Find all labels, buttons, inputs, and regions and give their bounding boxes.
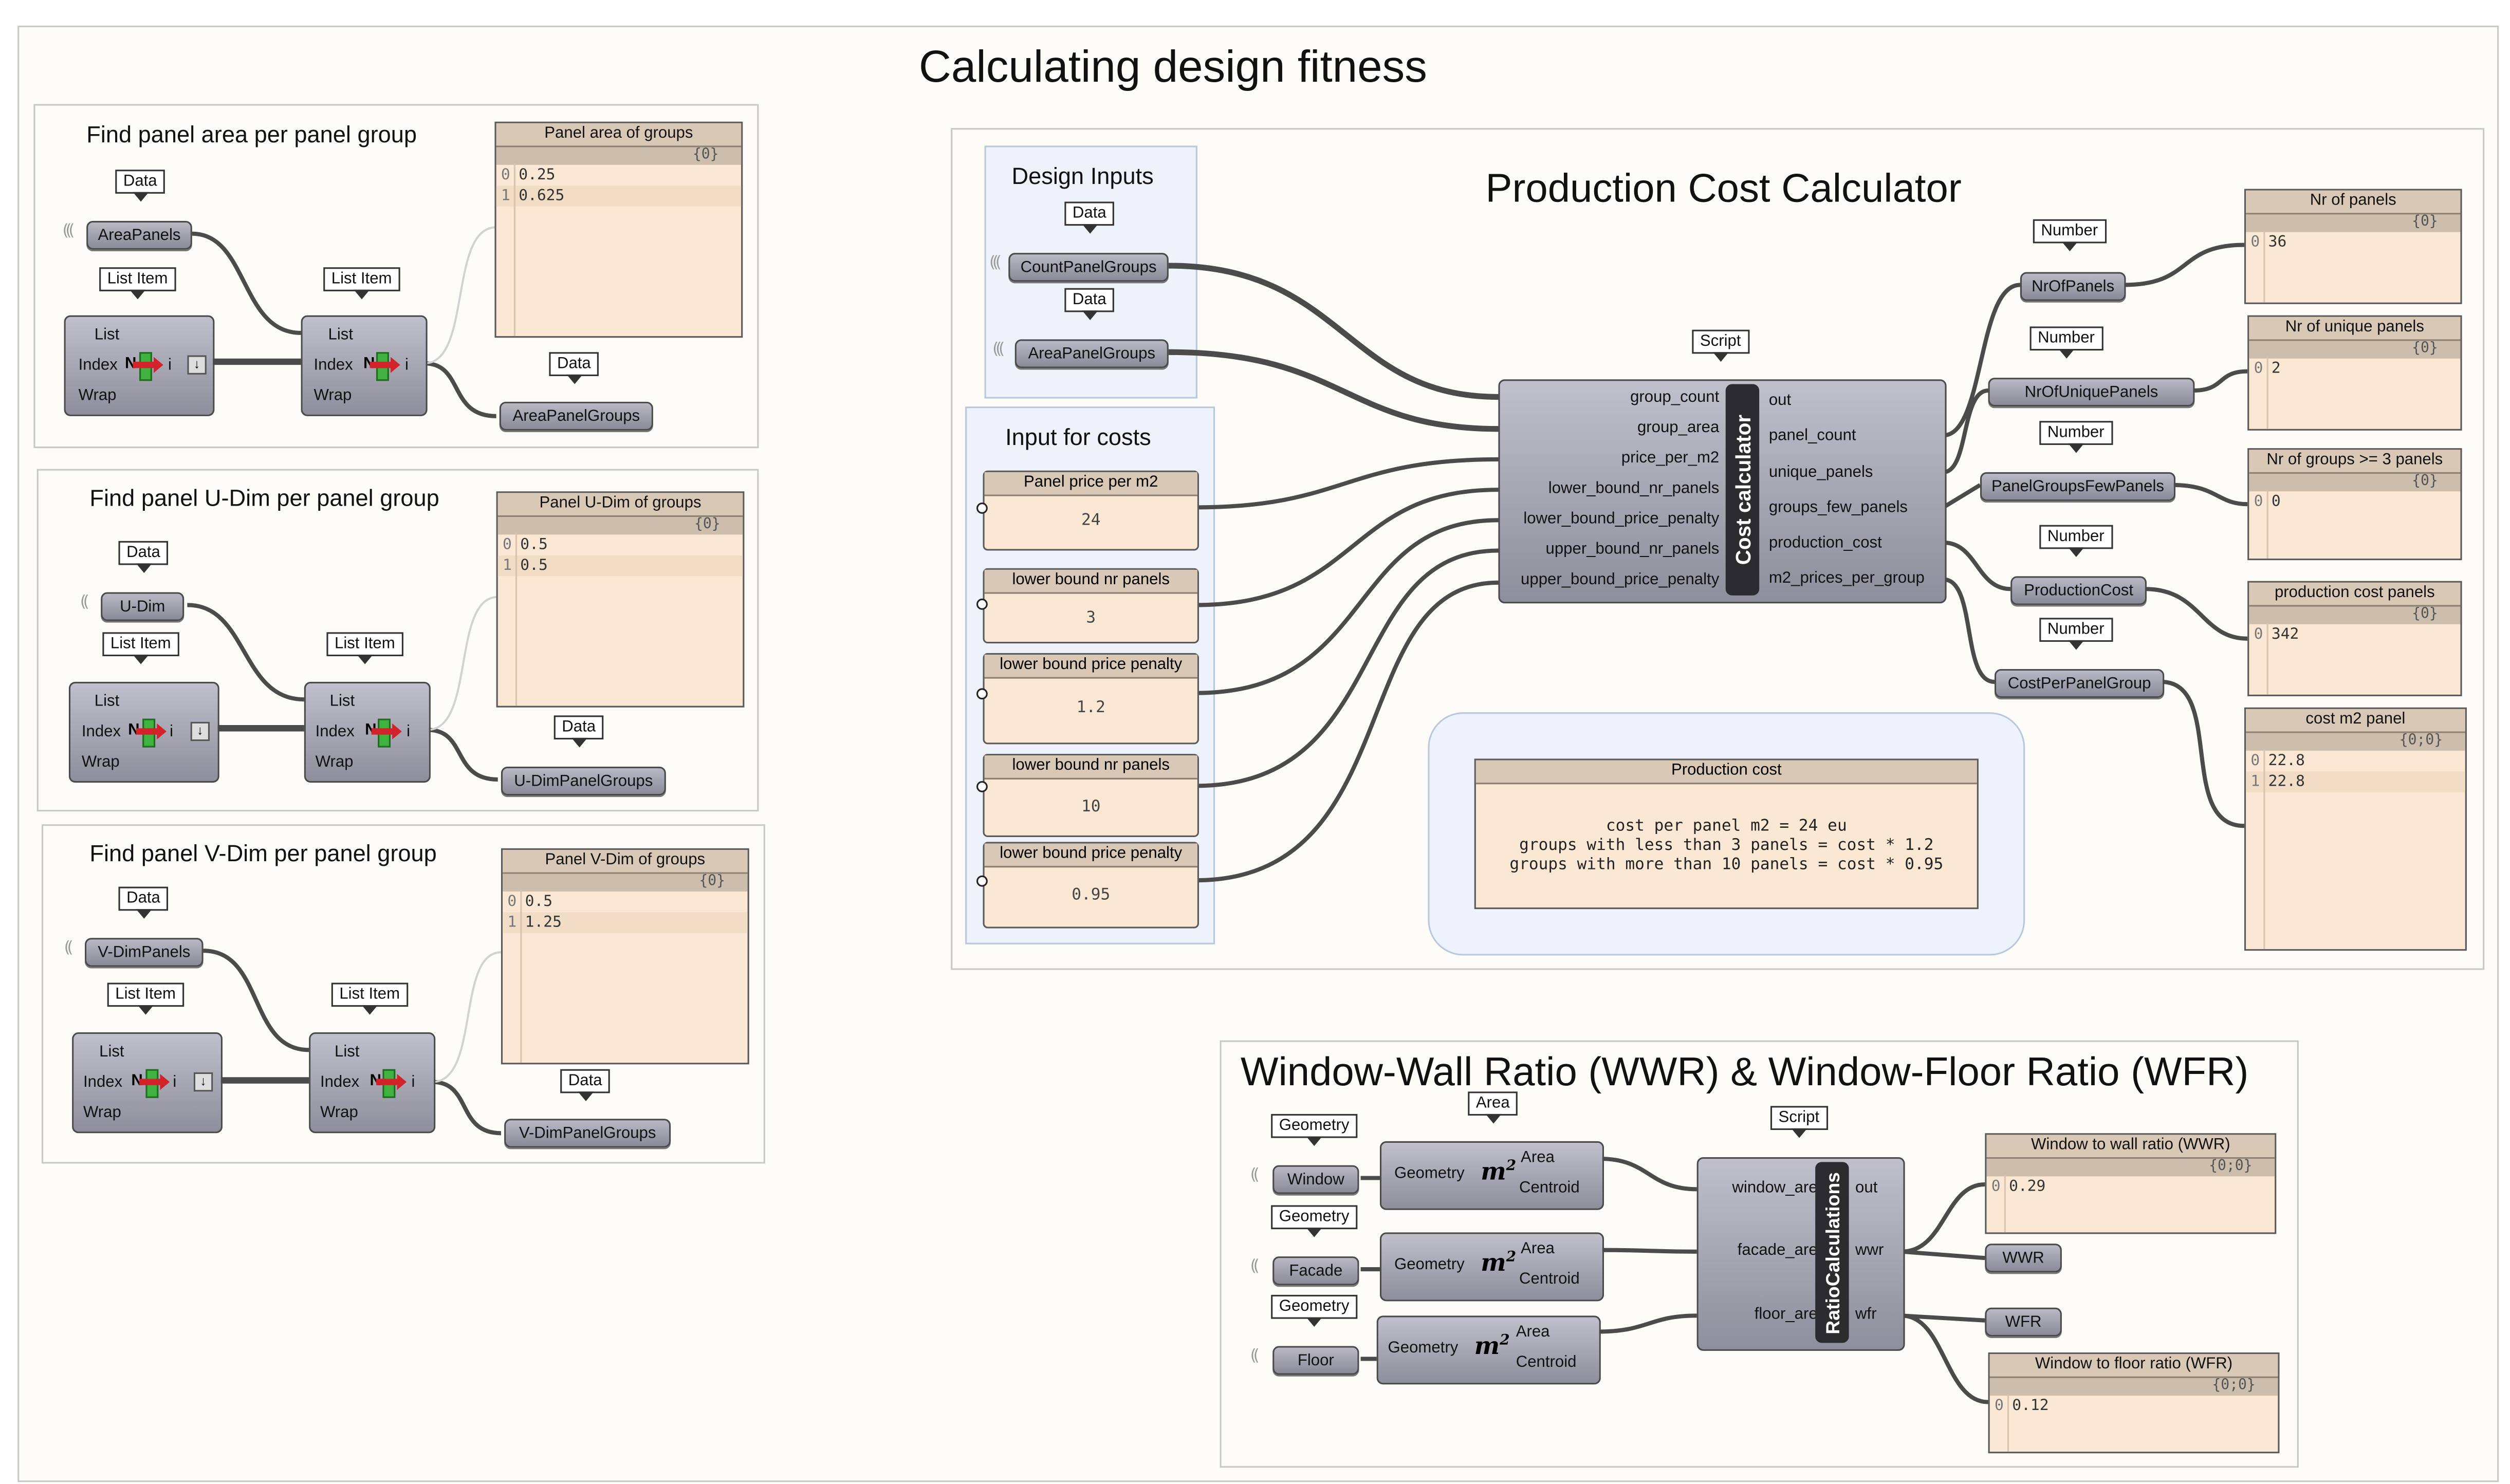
area-component-facade[interactable]: Geometry m2 Area Centroid bbox=[1379, 1232, 1604, 1302]
production-cost-param[interactable]: ProductionCost bbox=[2010, 576, 2147, 605]
nr-of-unique-panels-param[interactable]: NrOfUniquePanels bbox=[1988, 378, 2195, 407]
design-inputs-title: Design Inputs bbox=[1011, 164, 1154, 191]
data-tag: Data bbox=[118, 541, 169, 573]
slider-upper-bound-nr-panels[interactable]: lower bound nr panels 10 bbox=[983, 754, 1199, 838]
geometry-tag: Geometry bbox=[1271, 1294, 1358, 1327]
area-panel-groups-param[interactable]: AreaPanelGroups bbox=[499, 401, 653, 431]
vdim-section-title: Find panel V-Dim per panel group bbox=[89, 842, 437, 868]
slider-panel-price[interactable]: Panel price per m2 24 bbox=[983, 470, 1199, 551]
area-panel-groups-input-param[interactable]: AreaPanelGroups bbox=[1014, 339, 1169, 368]
floor-param[interactable]: Floor bbox=[1272, 1346, 1359, 1375]
vdim-panels-param[interactable]: V-DimPanels bbox=[85, 938, 204, 967]
download-icon[interactable]: ↓ bbox=[190, 721, 210, 741]
ratio-calculations-label: RatioCalculations bbox=[1815, 1162, 1849, 1343]
slider-upper-bound-price-penalty[interactable]: lower bound price penalty 0.95 bbox=[983, 842, 1199, 929]
list-item-component[interactable]: List Index Wrap N i bbox=[309, 1032, 436, 1134]
list-item-component[interactable]: List Index Wrap N i bbox=[304, 681, 431, 783]
list-item-component[interactable]: List Index Wrap N i ↓ bbox=[72, 1032, 223, 1134]
data-tag: Data bbox=[553, 715, 604, 748]
udim-panel-groups-param[interactable]: U-DimPanelGroups bbox=[501, 766, 666, 796]
geometry-tag: Geometry bbox=[1271, 1205, 1358, 1237]
data-tag: Data bbox=[1064, 288, 1115, 320]
number-tag: Number bbox=[2039, 525, 2113, 557]
production-cost-note[interactable]: Production cost cost per panel m2 = 24 e… bbox=[1474, 758, 1979, 910]
production-title: Production Cost Calculator bbox=[1485, 166, 1962, 212]
list-item-tag: List Item bbox=[102, 632, 179, 664]
index-input: Index bbox=[78, 357, 118, 375]
cost-per-panel-group-param[interactable]: CostPerPanelGroup bbox=[1995, 669, 2165, 698]
data-tag: Data bbox=[560, 1069, 611, 1101]
number-tag: Number bbox=[2039, 618, 2113, 650]
wfr-param[interactable]: WFR bbox=[1985, 1307, 2062, 1337]
cost-calculator-script[interactable]: group_count group_area price_per_m2 lowe… bbox=[1498, 379, 1947, 604]
wwr-param[interactable]: WWR bbox=[1985, 1244, 2062, 1273]
costs-title: Input for costs bbox=[1005, 425, 1151, 452]
script-tag: Script bbox=[1692, 329, 1749, 362]
list-item-icon bbox=[371, 718, 402, 748]
nr-of-panels-param[interactable]: NrOfPanels bbox=[2020, 272, 2126, 301]
list-item-tag: List Item bbox=[107, 982, 184, 1015]
list-item-tag: List Item bbox=[326, 632, 403, 664]
area-component-window[interactable]: Geometry m2 Area Centroid bbox=[1379, 1141, 1604, 1210]
geometry-tag: Geometry bbox=[1271, 1114, 1358, 1146]
list-item-tag: List Item bbox=[323, 267, 400, 300]
number-tag: Number bbox=[2029, 326, 2103, 359]
data-tag: Data bbox=[1064, 201, 1115, 234]
list-item-icon bbox=[133, 352, 163, 381]
area-icon: m2 bbox=[1481, 1157, 1517, 1186]
area-section-title: Find panel area per panel group bbox=[86, 123, 417, 149]
ratio-calculations-script[interactable]: window_area facade_area floor_area Ratio… bbox=[1696, 1157, 1905, 1351]
area-panels-param[interactable]: AreaPanels bbox=[86, 220, 192, 250]
list-item-component[interactable]: List Index Wrap N i ↓ bbox=[64, 315, 215, 416]
download-icon[interactable]: ↓ bbox=[187, 355, 207, 375]
udim-param[interactable]: U-Dim bbox=[101, 592, 184, 621]
number-tag: Number bbox=[2033, 219, 2106, 252]
count-panel-groups-param[interactable]: CountPanelGroups bbox=[1008, 253, 1169, 282]
list-item-component[interactable]: List Index Wrap N i bbox=[301, 315, 428, 416]
area-icon: m2 bbox=[1474, 1331, 1510, 1361]
list-item-icon bbox=[139, 1069, 170, 1098]
list-item-tag: List Item bbox=[99, 267, 176, 300]
facade-param[interactable]: Facade bbox=[1272, 1256, 1359, 1286]
list-input: List bbox=[94, 326, 120, 344]
list-item-tag: List Item bbox=[331, 982, 408, 1015]
list-item-icon bbox=[376, 1069, 407, 1098]
list-item-icon bbox=[370, 352, 400, 381]
slider-lower-bound-nr-panels[interactable]: lower bound nr panels 3 bbox=[983, 568, 1199, 644]
udim-section-title: Find panel U-Dim per panel group bbox=[89, 486, 439, 512]
data-tag: Data bbox=[549, 352, 599, 384]
window-param[interactable]: Window bbox=[1272, 1165, 1359, 1194]
number-tag: Number bbox=[2039, 421, 2113, 453]
vdim-panel-groups-param[interactable]: V-DimPanelGroups bbox=[504, 1119, 671, 1148]
data-tag: Data bbox=[118, 886, 169, 919]
wrap-input: Wrap bbox=[78, 387, 117, 405]
ratio-title: Window-Wall Ratio (WWR) & Window-Floor R… bbox=[1240, 1050, 2249, 1095]
main-title: Calculating design fitness bbox=[918, 41, 1427, 91]
data-tag: Data bbox=[115, 170, 165, 202]
area-component-floor[interactable]: Geometry m2 Area Centroid bbox=[1376, 1315, 1601, 1385]
download-icon[interactable]: ↓ bbox=[193, 1072, 213, 1092]
list-item-component[interactable]: List Index Wrap N i ↓ bbox=[68, 681, 219, 783]
cost-calculator-label: Cost calculator bbox=[1725, 384, 1760, 596]
slider-lower-bound-price-penalty[interactable]: lower bound price penalty 1.2 bbox=[983, 653, 1199, 745]
script-tag: Script bbox=[1770, 1106, 1828, 1138]
area-tag: Area bbox=[1468, 1091, 1518, 1124]
list-item-icon bbox=[136, 718, 167, 748]
panel-groups-few-panels-param[interactable]: PanelGroupsFewPanels bbox=[1980, 472, 2176, 501]
area-icon: m2 bbox=[1481, 1248, 1517, 1277]
